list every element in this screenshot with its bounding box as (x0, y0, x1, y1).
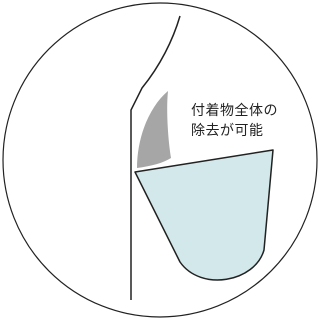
annotation-line-2: 除去が可能 (191, 123, 264, 139)
deposit-shape (137, 91, 171, 168)
tooth-surface-line (130, 15, 181, 300)
annotation-label: 付着物全体の 除去が可能 (191, 101, 320, 141)
instrument-blade (134, 149, 274, 281)
annotation-line-1: 付着物全体の (191, 103, 278, 119)
